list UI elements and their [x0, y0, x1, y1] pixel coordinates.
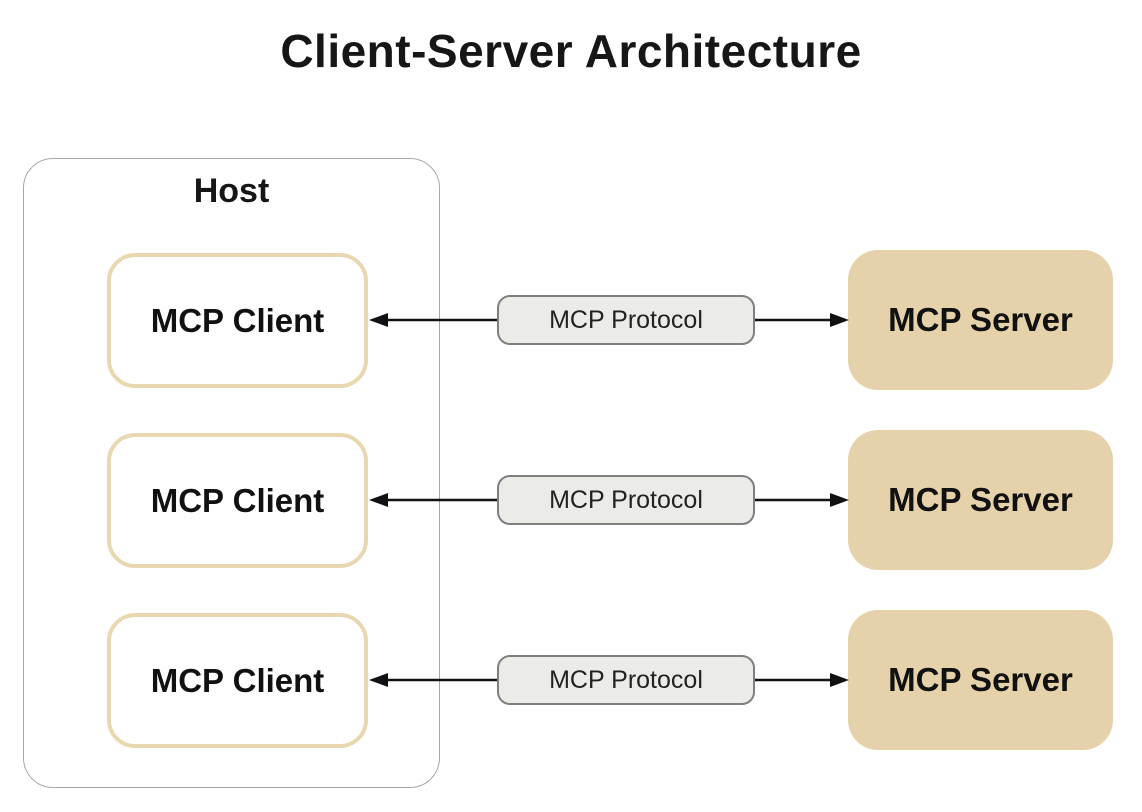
mcp-client-box-1: MCP Client — [107, 253, 368, 388]
mcp-protocol-label-3: MCP Protocol — [549, 665, 703, 694]
mcp-server-box-1: MCP Server — [848, 250, 1113, 390]
mcp-protocol-pill-3: MCP Protocol — [497, 655, 755, 705]
arrow-protocol-to-server-1 — [755, 313, 849, 327]
mcp-protocol-pill-2: MCP Protocol — [497, 475, 755, 525]
mcp-server-label-3: MCP Server — [888, 661, 1073, 698]
mcp-server-box-3: MCP Server — [848, 610, 1113, 750]
mcp-client-label-1: MCP Client — [150, 301, 325, 339]
mcp-protocol-label-1: MCP Protocol — [549, 305, 703, 334]
mcp-client-box-2: MCP Client — [107, 433, 368, 568]
mcp-client-label-3: MCP Client — [150, 661, 325, 699]
mcp-server-label-2: MCP Server — [888, 481, 1073, 518]
mcp-client-label-2: MCP Client — [150, 481, 325, 519]
host-label: Host — [193, 172, 270, 210]
diagram-title: Client-Server Architecture — [280, 25, 862, 77]
mcp-protocol-label-2: MCP Protocol — [549, 485, 703, 514]
mcp-server-label-1: MCP Server — [888, 301, 1073, 338]
arrow-protocol-to-server-2 — [755, 493, 849, 507]
arrow-protocol-to-server-3 — [755, 673, 849, 687]
mcp-client-box-3: MCP Client — [107, 613, 368, 748]
mcp-protocol-pill-1: MCP Protocol — [497, 295, 755, 345]
mcp-server-box-2: MCP Server — [848, 430, 1113, 570]
